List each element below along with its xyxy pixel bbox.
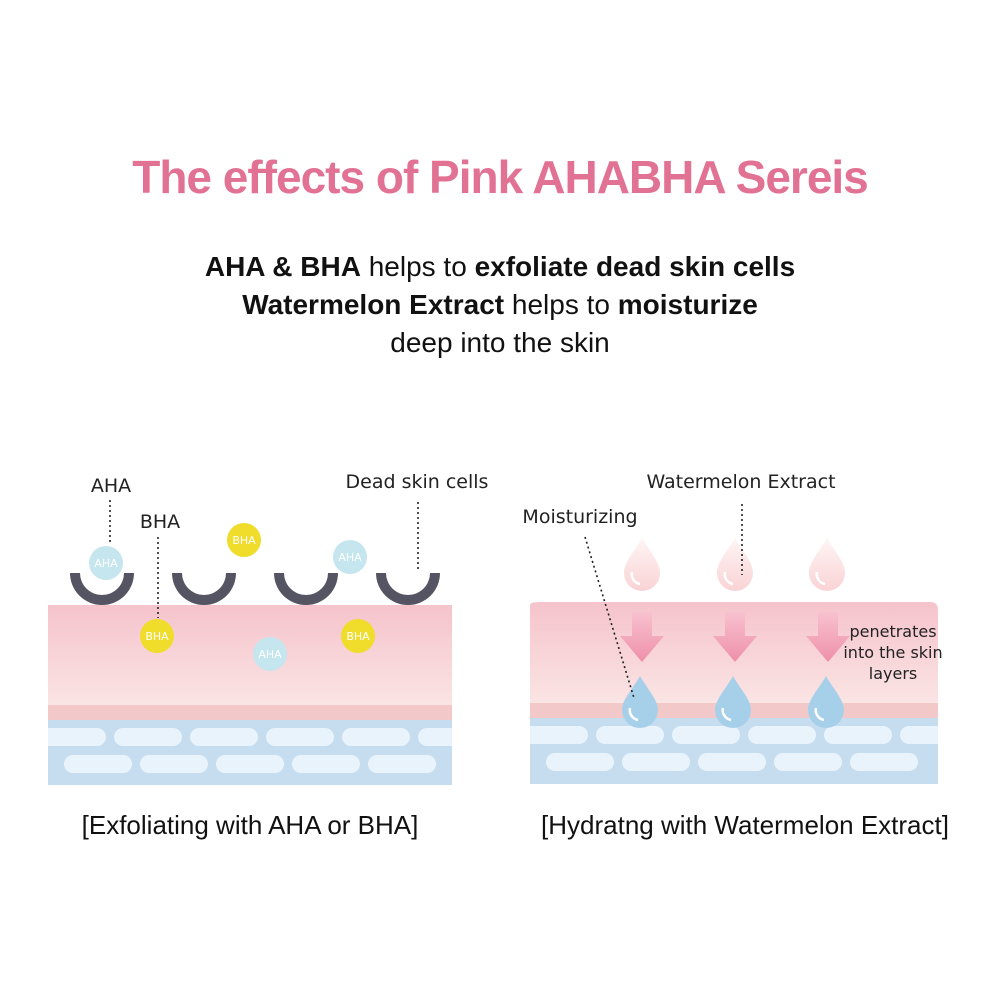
label-aha: AHA (91, 475, 131, 497)
bha-bubble: BHA (140, 619, 174, 653)
subtitle-text: helps to (360, 251, 475, 282)
basal-layer (48, 705, 452, 720)
bubble-text: AHA (258, 648, 282, 661)
subtitle-line-3: deep into the skin (390, 327, 610, 358)
label-dead-skin-cells: Dead skin cells (346, 471, 489, 493)
bha-bubble: BHA (341, 619, 375, 653)
subtitle-line-1: AHA & BHA helps to exfoliate dead skin c… (0, 248, 1000, 286)
leader-lines (584, 504, 743, 699)
subtitle: AHA & BHA helps to exfoliate dead skin c… (0, 248, 1000, 362)
bubble-text: BHA (346, 630, 370, 643)
watermelon-drops (624, 538, 845, 591)
page-title: The effects of Pink AHABHA Sereis (132, 151, 869, 203)
subtitle-bold: Watermelon Extract (242, 289, 505, 320)
blue-drop (715, 676, 751, 728)
dead-skin-cells (70, 573, 440, 605)
arrow-down-icon (806, 612, 850, 662)
arrow-down-icon (620, 612, 664, 662)
dead-cell (172, 573, 236, 605)
bubble-text: AHA (94, 557, 118, 570)
right-panel: Watermelon Extract Moisturizing penetrat… (512, 471, 1000, 788)
aha-bubble: AHA (89, 546, 123, 580)
aha-bubble: AHA (253, 637, 287, 671)
dead-cell (376, 573, 440, 605)
pink-drop (624, 538, 660, 591)
aha-bubble: AHA (333, 540, 367, 574)
moisture-drops (622, 676, 844, 728)
dead-cell (274, 573, 338, 605)
label-penetrates-3: layers (869, 664, 917, 683)
pink-drop (717, 538, 753, 591)
subtitle-text: helps to (504, 289, 618, 320)
left-panel: AHA AHA AHA BHA BHA BHA AHA BHA (0, 471, 512, 790)
subtitle-line-2: Watermelon Extract helps to moisturize (0, 286, 1000, 324)
subtitle-bold: exfoliate dead skin cells (474, 251, 796, 282)
skin-layer (48, 605, 452, 720)
label-watermelon-extract: Watermelon Extract (646, 471, 835, 493)
right-caption: [Hydratng with Watermelon Extract] (541, 810, 949, 840)
label-moisturizing: Moisturizing (522, 506, 637, 528)
subtitle-bold: AHA & BHA (204, 251, 361, 282)
bubble-text: BHA (232, 534, 256, 547)
bubble-text: BHA (145, 630, 169, 643)
penetration-arrows (620, 612, 850, 662)
dead-cell (70, 573, 134, 605)
label-penetrates-2: into the skin (843, 643, 942, 662)
leader-lines (109, 500, 419, 618)
subtitle-bold: moisturize (617, 289, 758, 320)
arrow-down-icon (713, 612, 757, 662)
label-penetrates-1: penetrates (849, 622, 936, 641)
blue-drop (622, 676, 658, 728)
pink-drop (809, 538, 845, 591)
left-caption: [Exfoliating with AHA or BHA] (81, 810, 419, 840)
bubble-text: AHA (338, 551, 362, 564)
blue-drop (808, 676, 844, 728)
bha-bubble: BHA (227, 523, 261, 557)
blue-cells (38, 728, 486, 773)
label-bha: BHA (140, 511, 180, 533)
